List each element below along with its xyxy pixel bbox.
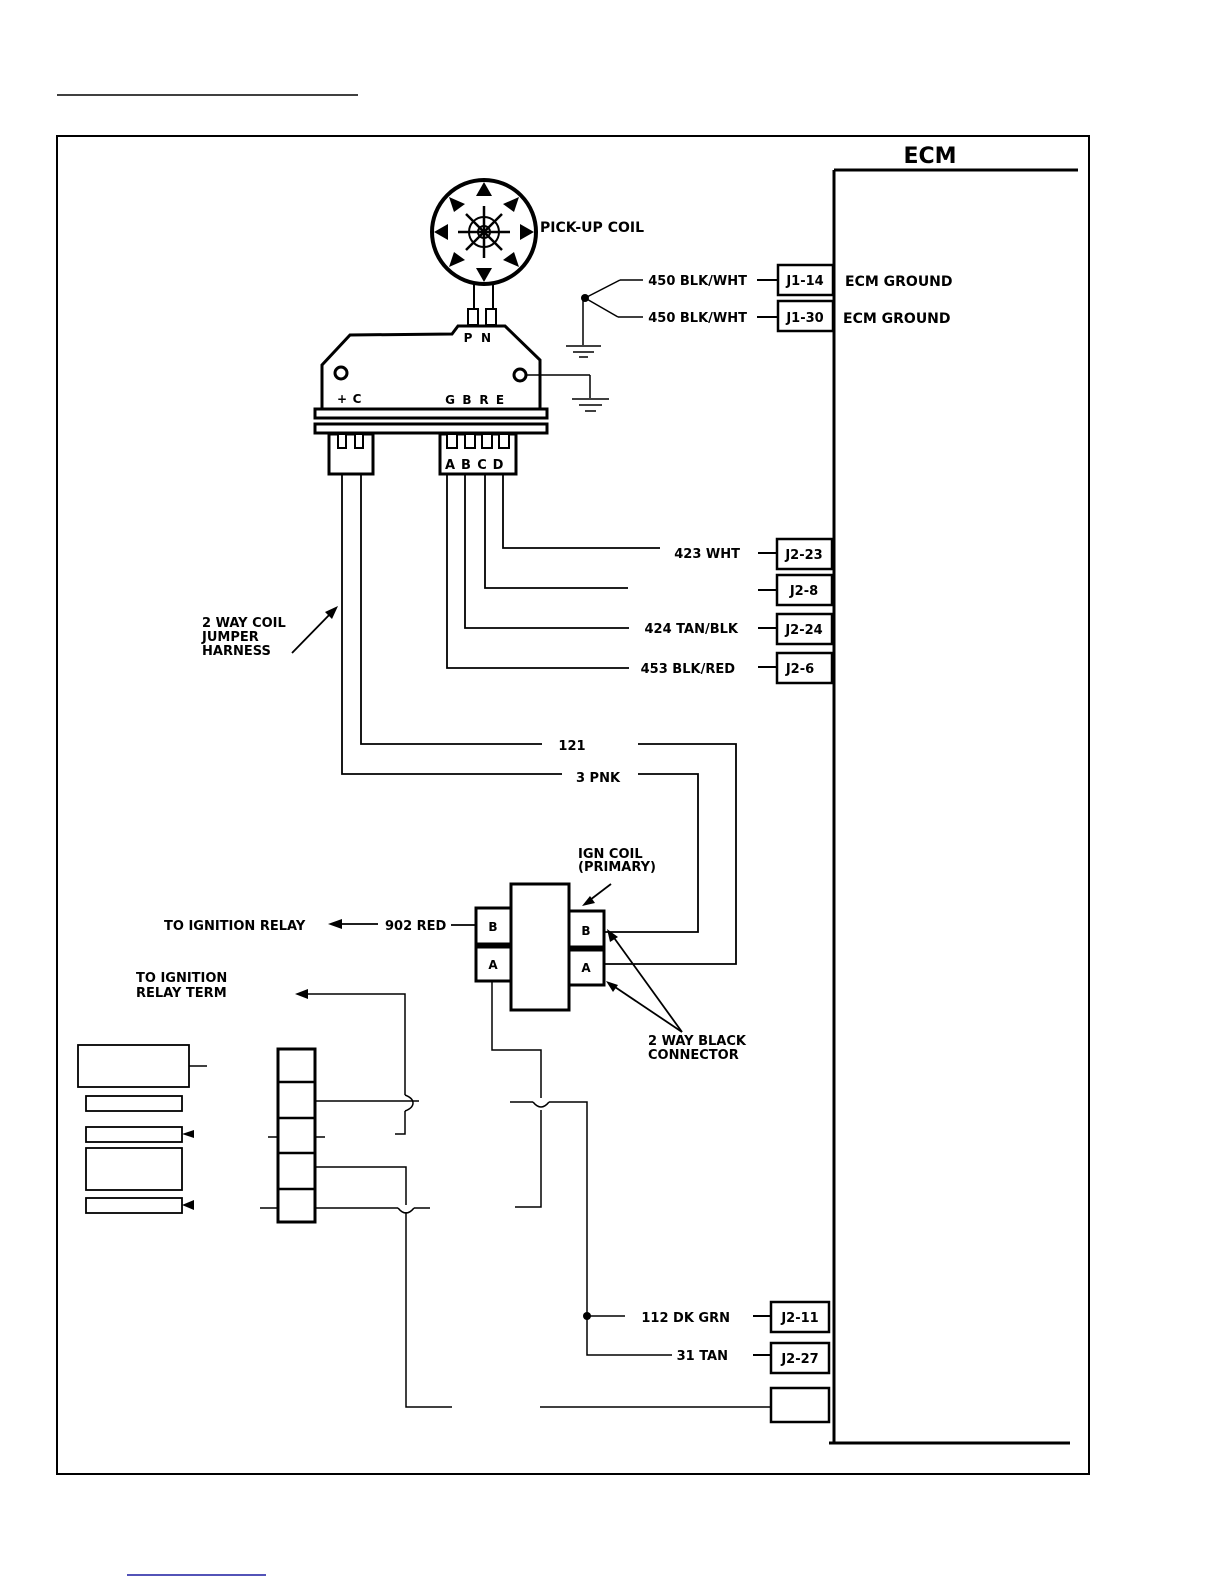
fuse-block (77, 1044, 207, 1214)
ign-coil: B A B A (474, 882, 606, 1012)
wire-3-pnk (341, 474, 699, 933)
arrow-icon (582, 883, 612, 906)
svg-text:424 TAN/BLK: 424 TAN/BLK (645, 622, 739, 637)
ground-icon (566, 345, 601, 358)
svg-text:TO IGNITION: TO IGNITION (136, 971, 227, 986)
ecm-ground-junction (581, 279, 643, 345)
relay-term-wire (295, 989, 414, 1135)
module-connector-4pin: A B C D (438, 432, 518, 476)
svg-text:B: B (461, 458, 471, 473)
svg-text:D: D (493, 458, 504, 473)
svg-text:C: C (477, 458, 487, 473)
ecm-pin-j1-14: J1-14 ECM GROUND 450 BLK/WHT (648, 263, 953, 297)
to-ignition-relay-label: TO IGNITION RELAY (164, 919, 306, 934)
ecm-pin-j2-11: J2-11 112 DK GRN (641, 1300, 831, 1334)
wire-j2-8 (484, 474, 628, 589)
arrow-icon (291, 606, 338, 654)
svg-text:ECM GROUND: ECM GROUND (843, 311, 951, 327)
svg-text:A: A (488, 958, 498, 972)
jumper-harness-label: 2 WAY COIL JUMPER HARNESS (201, 616, 286, 659)
svg-text:B: B (488, 920, 497, 934)
ecm-pin-j2-8: J2-8 (758, 573, 834, 607)
wire-453-blk-red (446, 474, 629, 669)
svg-text:+: + (337, 392, 347, 406)
svg-text:112 DK GRN: 112 DK GRN (641, 1311, 730, 1326)
svg-text:A: A (445, 458, 455, 473)
stacked-connector (260, 1047, 452, 1408)
svg-text:E: E (496, 393, 504, 407)
svg-text:R: R (479, 393, 488, 407)
ecm-pin-j1-30: J1-30 ECM GROUND 450 BLK/WHT (648, 299, 951, 333)
svg-text:J2-11: J2-11 (780, 1311, 818, 1326)
svg-text:B: B (462, 393, 471, 407)
svg-text:JUMPER: JUMPER (201, 630, 259, 645)
ecm-pin-j2-27: J2-27 31 TAN (677, 1341, 831, 1375)
svg-text:A: A (581, 961, 591, 975)
arrow-icon (606, 929, 683, 1033)
wire-121-label: 121 (558, 739, 585, 754)
svg-text:P: P (464, 331, 473, 345)
svg-text:2 WAY BLACK: 2 WAY BLACK (648, 1034, 747, 1049)
svg-text:J2-23: J2-23 (784, 548, 822, 563)
pickup-coil-label: PICK-UP COIL (540, 220, 644, 236)
svg-text:J2-27: J2-27 (780, 1352, 818, 1367)
svg-text:(PRIMARY): (PRIMARY) (578, 860, 656, 875)
svg-text:G: G (445, 393, 455, 407)
svg-text:J2-8: J2-8 (789, 584, 818, 599)
svg-text:C: C (353, 392, 362, 406)
svg-text:J2-24: J2-24 (784, 623, 822, 638)
svg-text:J2-6: J2-6 (785, 662, 814, 677)
wire-3-pnk-label: 3 PNK (576, 771, 621, 786)
svg-text:450 BLK/WHT: 450 BLK/WHT (648, 311, 747, 326)
svg-text:31 TAN: 31 TAN (677, 1349, 728, 1364)
arrow-icon (328, 919, 378, 929)
svg-text:IGN COIL: IGN COIL (578, 847, 643, 862)
ecm-pin-j2-23: J2-23 423 WHT (674, 537, 834, 571)
ecm-pin-j2-6: J2-6 453 BLK/RED (641, 651, 834, 685)
svg-text:J1-30: J1-30 (785, 311, 823, 326)
svg-text:423 WHT: 423 WHT (674, 547, 740, 562)
ground-icon (572, 398, 609, 412)
svg-text:ECM GROUND: ECM GROUND (845, 274, 953, 290)
ecm-title: ECM (903, 144, 956, 169)
ecm-block: ECM (829, 144, 1078, 1445)
svg-text:B: B (581, 924, 590, 938)
diagram-frame (56, 135, 1090, 1475)
pickup-coil-icon (430, 178, 538, 286)
svg-text:N: N (481, 331, 491, 345)
ecm-pin-unlabeled (540, 1386, 831, 1424)
svg-text:HARNESS: HARNESS (202, 644, 271, 659)
module-connector-2pin (327, 432, 375, 476)
svg-text:453 BLK/RED: 453 BLK/RED (641, 662, 736, 677)
ignition-module: P N + C G B R E (313, 324, 549, 435)
svg-text:450 BLK/WHT: 450 BLK/WHT (648, 274, 747, 289)
black-connector-label: 2 WAY BLACK CONNECTOR (648, 1034, 747, 1063)
svg-text:CONNECTOR: CONNECTOR (648, 1048, 739, 1063)
svg-text:2 WAY COIL: 2 WAY COIL (202, 616, 286, 631)
wire-424-tan-blk (464, 474, 629, 629)
wire-coil-a (491, 981, 672, 1356)
wire-423-wht (502, 474, 660, 549)
ecm-pin-j2-24: J2-24 424 TAN/BLK (645, 612, 834, 646)
to-ignition-relay-term-label: TO IGNITION RELAY TERM (136, 971, 227, 1001)
wire-902-red-label: 902 RED (385, 919, 447, 934)
svg-text:J1-14: J1-14 (785, 274, 823, 289)
ign-coil-label: IGN COIL (PRIMARY) (578, 847, 656, 875)
svg-text:RELAY TERM: RELAY TERM (136, 986, 227, 1001)
wire-121 (360, 474, 737, 965)
